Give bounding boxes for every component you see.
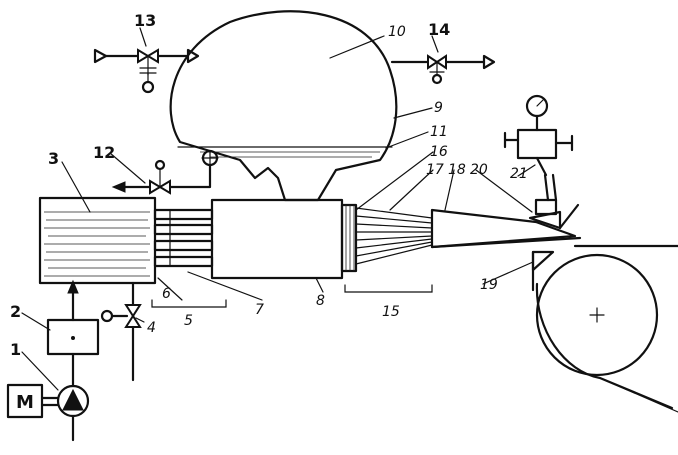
fan-tubes-17 xyxy=(355,207,433,265)
breast-roll-19 xyxy=(535,253,659,377)
label-18: 18 xyxy=(448,162,466,178)
label-20: 20 xyxy=(470,162,488,178)
label-13: 13 xyxy=(134,11,156,30)
motor: M xyxy=(6,383,60,419)
label-11: 11 xyxy=(430,124,448,140)
label-6: 6 xyxy=(162,286,171,302)
label-7: 7 xyxy=(255,302,264,318)
label-10: 10 xyxy=(388,24,406,40)
label-19: 19 xyxy=(480,277,498,293)
valve-14 xyxy=(390,54,496,85)
chamber-8 xyxy=(210,198,344,280)
label-17: 17 xyxy=(426,162,444,178)
flow-arrow-up xyxy=(67,279,79,294)
tank-3 xyxy=(38,196,157,285)
leader-lines xyxy=(21,27,536,391)
nozzle-bank-15 xyxy=(340,203,358,273)
pump-1 xyxy=(56,384,90,442)
label-5: 5 xyxy=(184,313,193,329)
lip-adjuster-20 xyxy=(528,173,580,230)
label-3: 3 xyxy=(48,149,59,168)
valve-4 xyxy=(100,281,142,382)
label-15: 15 xyxy=(382,304,400,320)
forming-board xyxy=(531,250,555,292)
label-16: 16 xyxy=(430,144,448,160)
wire xyxy=(535,244,678,413)
label-2: 2 xyxy=(10,302,21,321)
air-chamber-10 xyxy=(163,10,398,202)
label-14: 14 xyxy=(428,20,450,39)
gauge-21 xyxy=(503,94,574,177)
motor-label: M xyxy=(16,392,34,413)
headbox-slice-18 xyxy=(430,208,582,249)
label-9: 9 xyxy=(434,100,443,116)
label-4: 4 xyxy=(147,320,156,336)
valve-13 xyxy=(93,48,200,94)
label-8: 8 xyxy=(316,293,325,309)
unit-2 xyxy=(46,318,100,356)
valve-12 xyxy=(111,159,171,195)
label-21: 21 xyxy=(510,166,528,182)
number-labels: 1 2 3 4 5 6 7 8 9 10 11 12 13 14 15 16 1… xyxy=(10,11,528,359)
label-1: 1 xyxy=(10,340,21,359)
label-12: 12 xyxy=(93,143,115,162)
tubes-6 xyxy=(153,208,214,268)
